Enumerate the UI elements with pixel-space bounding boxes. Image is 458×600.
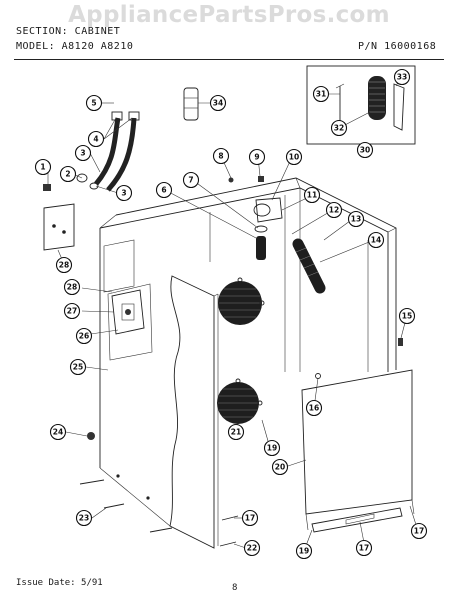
svg-text:3: 3	[121, 189, 126, 198]
svg-text:23: 23	[79, 514, 89, 523]
callout-34: 34	[209, 94, 227, 112]
callout-24: 24	[49, 423, 67, 441]
svg-text:17: 17	[245, 514, 255, 523]
callout-5: 5	[85, 94, 103, 112]
svg-text:13: 13	[351, 215, 361, 224]
hose-coupling	[183, 87, 199, 121]
callout-31: 31	[312, 85, 330, 103]
svg-text:2: 2	[65, 170, 70, 179]
callout-25: 25	[69, 358, 87, 376]
bracket	[43, 203, 75, 251]
callout-22: 22	[243, 539, 261, 557]
svg-text:14: 14	[371, 236, 381, 245]
svg-text:17: 17	[414, 527, 424, 536]
svg-text:24: 24	[53, 428, 63, 437]
callout-13: 13	[347, 210, 365, 228]
callout-4: 4	[87, 130, 105, 148]
timer-assembly	[111, 289, 145, 335]
drain-hose	[292, 238, 326, 294]
page-number: 8	[232, 583, 238, 593]
svg-text:1: 1	[40, 163, 45, 172]
blower-fan-upper	[218, 277, 265, 325]
callout-16: 16	[305, 399, 323, 417]
fasteners	[43, 173, 403, 547]
part-number-label: P/N 16000168	[358, 41, 437, 52]
fill-hoses	[94, 111, 140, 192]
svg-text:16: 16	[309, 404, 319, 413]
svg-text:25: 25	[73, 363, 83, 372]
section-title: SECTION: CABINET	[16, 26, 121, 37]
callout-12: 12	[325, 201, 343, 219]
callout-3a: 3	[74, 144, 92, 162]
callout-27: 27	[63, 302, 81, 320]
callout-3b: 3	[115, 184, 133, 202]
callout-10: 10	[285, 148, 303, 166]
svg-text:3: 3	[80, 149, 85, 158]
callout-26: 26	[75, 327, 93, 345]
svg-text:7: 7	[188, 176, 193, 185]
watermark: AppliancePartsPros.com	[68, 2, 390, 28]
callout-28: 28	[63, 278, 81, 296]
svg-text:33: 33	[397, 73, 407, 82]
callout-32: 32	[330, 119, 348, 137]
callout-19a: 19	[263, 439, 281, 457]
callout-20: 20	[271, 458, 289, 476]
callout-19b: 19	[295, 542, 313, 560]
blower-fan-lower	[217, 378, 263, 424]
svg-text:32: 32	[334, 124, 344, 133]
callout-8: 8	[212, 147, 230, 165]
svg-text:12: 12	[329, 206, 339, 215]
issue-date: Issue Date: 5/91	[16, 578, 103, 588]
callout-6: 6	[155, 181, 173, 199]
callout-18: 17	[355, 539, 373, 557]
callout-17b: 17	[410, 522, 428, 540]
svg-text:6: 6	[161, 186, 166, 195]
svg-text:17: 17	[359, 544, 369, 553]
svg-text:10: 10	[289, 153, 299, 162]
model-label: MODEL: A8120 A8210	[16, 41, 134, 52]
callout-23: 23	[75, 509, 93, 527]
svg-text:15: 15	[402, 312, 412, 321]
svg-text:26: 26	[79, 332, 89, 341]
svg-text:5: 5	[91, 99, 96, 108]
svg-text:28: 28	[59, 261, 69, 270]
callout-1: 1	[34, 158, 52, 176]
callout-9: 9	[248, 148, 266, 166]
callout-33: 33	[393, 68, 411, 86]
svg-text:11: 11	[307, 191, 317, 200]
svg-text:4: 4	[93, 135, 98, 144]
svg-text:30: 30	[360, 146, 370, 155]
svg-text:21: 21	[231, 428, 241, 437]
svg-text:20: 20	[275, 463, 285, 472]
callout-15: 15	[398, 307, 416, 325]
callout-29: 28	[55, 256, 73, 274]
svg-text:34: 34	[213, 99, 223, 108]
callout-7: 7	[182, 171, 200, 189]
svg-text:22: 22	[247, 544, 257, 553]
callout-2: 2	[59, 165, 77, 183]
svg-text:9: 9	[254, 153, 259, 162]
callout-11: 11	[303, 186, 321, 204]
callout-21: 21	[227, 423, 245, 441]
inlet-valve-assembly	[253, 197, 283, 260]
svg-text:27: 27	[67, 307, 77, 316]
svg-text:28: 28	[67, 283, 77, 292]
svg-text:8: 8	[218, 152, 223, 161]
callout-17a: 17	[241, 509, 259, 527]
header-rule	[14, 59, 444, 60]
cabinet-body	[99, 177, 415, 549]
svg-text:19: 19	[267, 444, 277, 453]
callout-30: 30	[356, 141, 374, 159]
callout-14: 14	[367, 231, 385, 249]
svg-text:19: 19	[299, 547, 309, 556]
svg-text:31: 31	[316, 90, 326, 99]
